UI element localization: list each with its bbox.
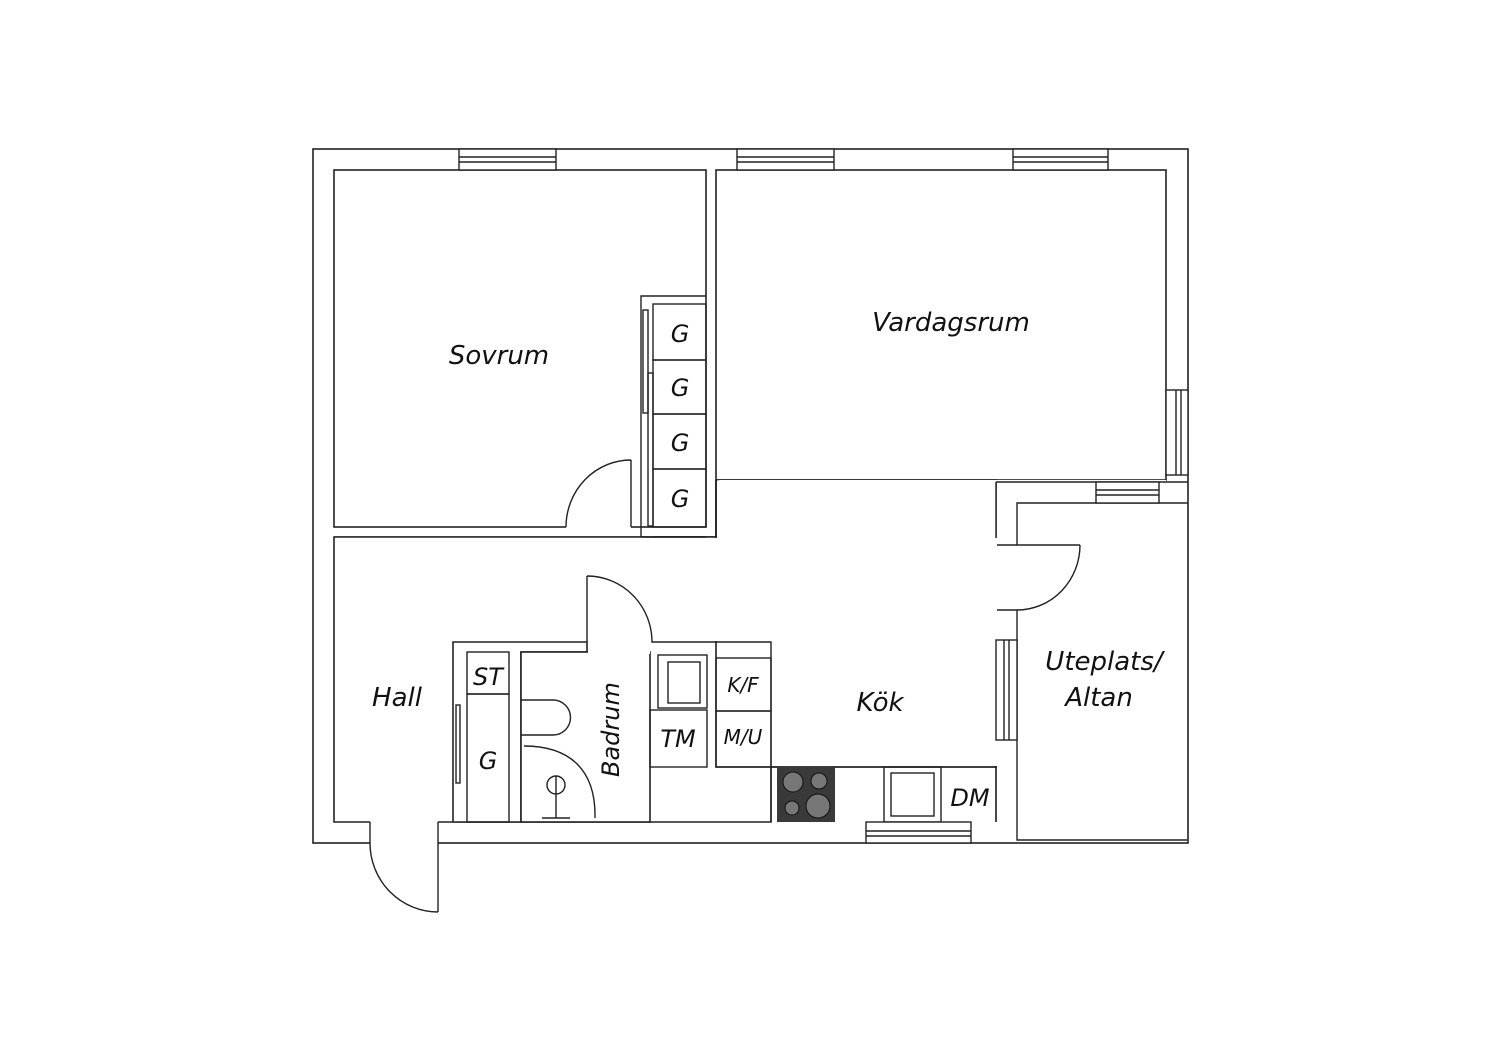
microwave-oven-label: M/U [724,725,763,749]
wardrobe-label: G [671,320,690,348]
toilet-icon [521,699,572,736]
room-label-vardagsrum: Vardagsrum [872,308,1030,338]
room-vardagsrum [715,169,1167,481]
room-sovrum [333,169,707,528]
wardrobe-label: G [671,374,690,402]
room-label-altan: Altan [1063,683,1133,713]
wardrobe-label: G [671,485,690,513]
room-badrum [520,651,651,823]
room-label-uteplats: Uteplats/ [1045,647,1166,677]
dryer-label: TM [660,725,696,753]
front-door[interactable] [369,822,439,913]
door-badrum[interactable] [586,575,654,643]
wardrobe-closet: G G G G [640,295,707,538]
door-uteplats[interactable] [1016,544,1081,611]
sink-icon [657,654,708,709]
windows [458,148,1189,844]
hall-wardrobe-label: G [479,747,498,775]
wardrobe-label: G [671,429,690,457]
stove-icon [777,767,835,822]
shower-screen [523,745,596,819]
door-sovrum[interactable] [565,459,632,528]
room-label-sovrum: Sovrum [449,341,549,371]
dishwasher-label: DM [950,784,989,812]
room-label-hall: Hall [372,683,423,713]
fridge-freezer-label: K/F [727,673,759,697]
room-label-badrum: Badrum [597,682,625,777]
room-label-kok: Kök [856,688,904,718]
storage-label: ST [473,663,505,691]
